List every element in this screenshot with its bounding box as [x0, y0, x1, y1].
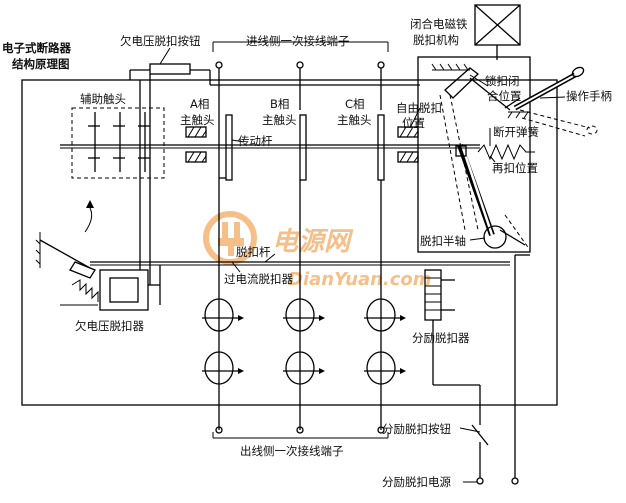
lock-close-label-2: 合位置 [487, 89, 522, 103]
incoming-terminal-label: 进线侧一次接线端子 [246, 34, 350, 48]
undervoltage-release [35, 200, 161, 311]
phase-a-label-2: 主触头 [180, 113, 215, 127]
aux-contacts [88, 112, 150, 172]
shunt-release-label: 分励脱扣器 [412, 331, 470, 345]
mechanism-hatch [431, 63, 470, 71]
closing-electromagnet-box [474, 4, 521, 60]
phase-b-label-1: B相 [270, 97, 289, 111]
phase-c-label-2: 主触头 [337, 113, 372, 127]
title-line2: 结构原理图 [11, 57, 70, 71]
phase-b-label-2: 主触头 [262, 113, 297, 127]
shunt-button-label: 分励脱扣按钮 [382, 422, 451, 436]
main-contact-blocks [185, 126, 419, 163]
drive-rod-label: 传动杆 [238, 134, 273, 148]
phase-conductors [218, 110, 382, 430]
incoming-terminal-b [296, 61, 304, 110]
moving-contact-b [299, 114, 307, 181]
breaker-enclosure [21, 79, 558, 406]
outgoing-terminals [212, 426, 389, 439]
shunt-release [424, 269, 455, 321]
phase-c-label-1: C相 [345, 97, 365, 111]
closing-em-label-2: 脱扣机构 [413, 33, 459, 47]
opening-spring [477, 143, 535, 161]
handle-pivot-hatch [507, 111, 530, 119]
undervoltage-release-label: 欠电压脱扣器 [75, 319, 144, 333]
incoming-terminal-bracket [212, 41, 389, 52]
aux-contact-label: 辅助触头 [80, 92, 126, 106]
overcurrent-release-label: 过电流脱扣器 [224, 272, 293, 286]
watermark-cn: 电源网 [272, 227, 354, 257]
trip-rod-label: 脱扣杆 [236, 245, 271, 259]
watermark-en: DianYuan.com [288, 269, 432, 290]
title-line1: 电子式断路器 [2, 41, 71, 55]
lock-close-label-1: 锁扣闭 [485, 74, 520, 88]
closing-em-label-1: 闭合电磁铁 [410, 17, 468, 31]
leader-lines [159, 47, 566, 483]
free-trip-label-2: 位置 [402, 116, 425, 130]
trip-half-shaft-label: 脱扣半轴 [420, 234, 466, 248]
phase-a-label-1: A相 [190, 97, 209, 111]
operating-handle[interactable] [504, 66, 598, 137]
aux-contact-box [71, 107, 165, 179]
outgoing-terminal-label: 出线侧一次接线端子 [240, 444, 344, 458]
incoming-terminal-c [377, 61, 385, 110]
incoming-terminal-a [215, 61, 223, 110]
moving-contact-a [225, 114, 233, 181]
free-trip-dash [439, 94, 531, 251]
shunt-wiring [432, 254, 530, 485]
opening-spring-label: 断开弹簧 [493, 125, 539, 139]
undervoltage-wiring [139, 74, 151, 285]
trip-lever [455, 143, 526, 249]
overcurrent-coils [202, 298, 406, 385]
free-trip-label-1: 自由脱扣 [396, 101, 442, 115]
relatch-label: 再扣位置 [492, 161, 538, 175]
shunt-power-label: 分励脱扣电源 [382, 475, 451, 489]
top-wiring [129, 63, 420, 86]
undervoltage-button-label: 欠电压脱扣按钮 [120, 34, 201, 48]
handle-label: 操作手柄 [566, 89, 612, 103]
